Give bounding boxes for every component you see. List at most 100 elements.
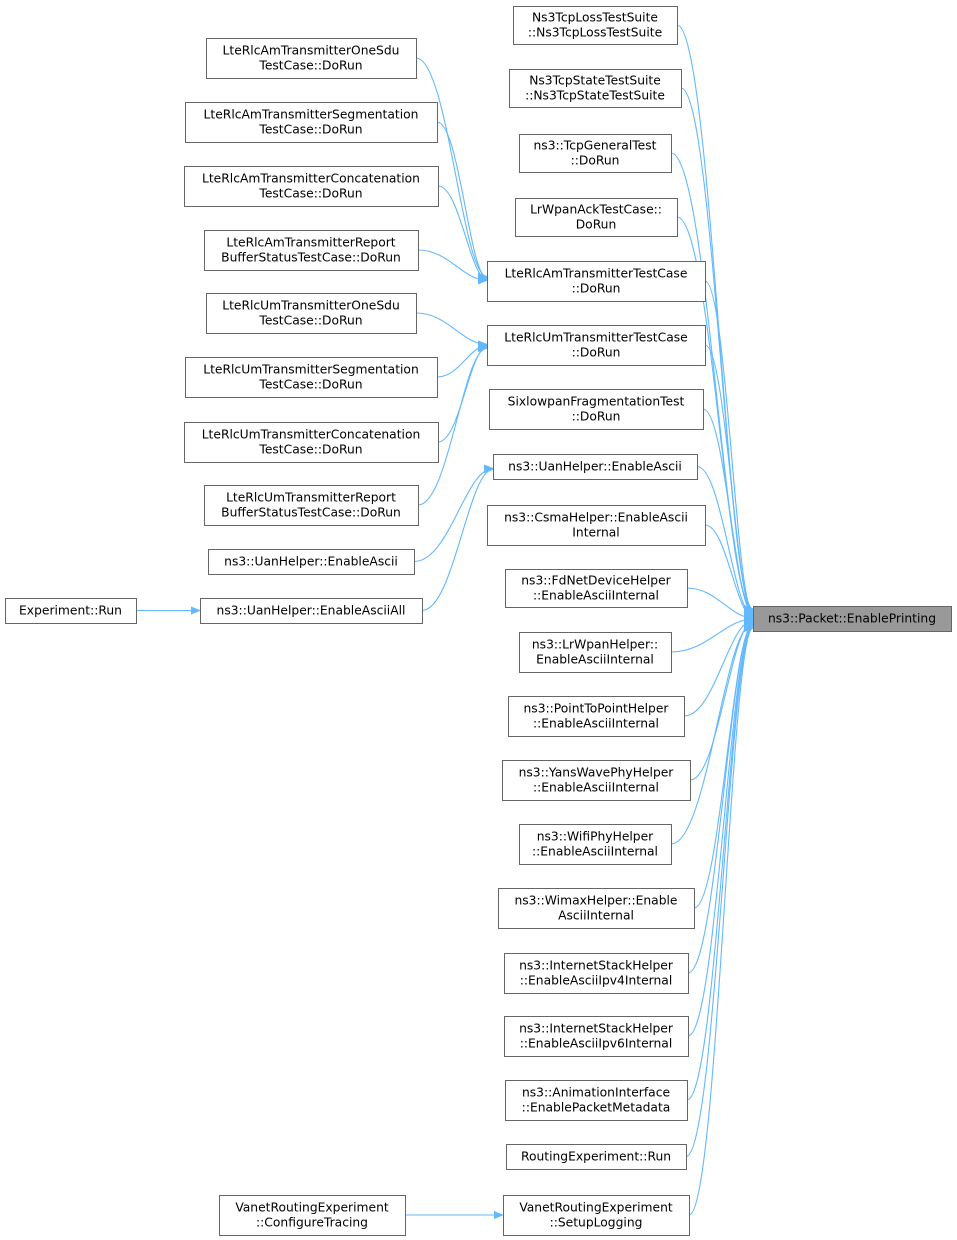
edge-path xyxy=(688,624,754,1216)
node-target[interactable]: ns3::Packet::EnablePrinting xyxy=(753,606,952,632)
node-uanhelper-enableasciiall[interactable]: ns3::UanHelper::EnableAsciiAll xyxy=(200,598,423,624)
node-label-line: LteRlcUmTransmitterTestCase xyxy=(504,331,687,345)
node-lrwpanacktestcase[interactable]: LrWpanAckTestCase::DoRun xyxy=(515,198,678,237)
edge-path xyxy=(685,624,754,1158)
edge-path xyxy=(436,121,488,282)
node-box xyxy=(519,632,672,673)
node-label-line: ns3::UanHelper::EnableAscii xyxy=(508,460,682,474)
node-label-line: LteRlcUmTransmitterConcatenation xyxy=(202,428,421,442)
node-pointtopointhelper[interactable]: ns3::PointToPointHelper::EnableAsciiInte… xyxy=(508,696,685,737)
node-box xyxy=(519,824,672,865)
node-label-line: ::EnableAsciiInternal xyxy=(532,845,658,859)
node-label-line: ::SetupLogging xyxy=(550,1216,643,1230)
edge-uanhelper-enableasciiall-to-uanhelper-enableascii-main xyxy=(421,465,494,612)
edge-lterlcamtransmittertestcase-to-target xyxy=(704,280,754,616)
node-label-line: ns3::TcpGeneralTest xyxy=(534,139,657,153)
node-fdnetdevicehelper[interactable]: ns3::FdNetDeviceHelper::EnableAsciiInter… xyxy=(505,569,688,608)
node-label-line: AsciiInternal xyxy=(558,909,634,923)
node-csmahelper[interactable]: ns3::CsmaHelper::EnableAsciiInternal xyxy=(487,505,706,546)
node-box xyxy=(498,888,695,929)
edge-path xyxy=(417,249,488,285)
node-am-concatenation[interactable]: LteRlcAmTransmitterConcatenationTestCase… xyxy=(184,166,439,207)
edge-path xyxy=(702,408,754,619)
node-box xyxy=(208,549,415,575)
node-label-line: ::Ns3TcpLossTestSuite xyxy=(528,26,662,40)
node-am-report[interactable]: LteRlcAmTransmitterReportBufferStatusTes… xyxy=(204,230,419,271)
node-label-line: ns3::FdNetDeviceHelper xyxy=(521,574,671,588)
node-um-report[interactable]: LteRlcUmTransmitterReportBufferStatusTes… xyxy=(204,485,419,526)
node-box xyxy=(753,606,952,632)
node-vanet-configuretracing[interactable]: VanetRoutingExperiment::ConfigureTracing xyxy=(219,1195,406,1236)
node-label-line: LteRlcUmTransmitterReport xyxy=(226,491,396,505)
node-uanhelper-enableascii-left[interactable]: ns3::UanHelper::EnableAscii xyxy=(208,549,415,575)
node-wimaxhelper[interactable]: ns3::WimaxHelper::EnableAsciiInternal xyxy=(498,888,695,929)
node-ns3tcplosstestsuite[interactable]: Ns3TcpLossTestSuite::Ns3TcpLossTestSuite xyxy=(513,6,678,45)
edge-path xyxy=(437,342,488,443)
edge-am-report-to-lterlcamtransmittertestcase xyxy=(417,249,488,285)
node-label-line: ns3::WimaxHelper::Enable xyxy=(514,894,677,908)
node-label-line: ::Ns3TcpStateTestSuite xyxy=(525,89,665,103)
edge-um-segmentation-to-lterlcumtransmittertestcase xyxy=(436,341,488,378)
node-animationinterface[interactable]: ns3::AnimationInterface::EnablePacketMet… xyxy=(505,1080,688,1121)
node-label-line: ::DoRun xyxy=(572,410,621,424)
node-label-line: Experiment::Run xyxy=(19,604,122,618)
edge-uanhelper-enableascii-left-to-uanhelper-enableascii-main xyxy=(413,464,494,563)
node-am-segmentation[interactable]: LteRlcAmTransmitterSegmentationTestCase:… xyxy=(185,102,438,143)
node-label-line: LteRlcAmTransmitterTestCase xyxy=(505,267,688,281)
node-label-line: ns3::LrWpanHelper:: xyxy=(532,638,658,652)
edge-path xyxy=(687,621,754,974)
edge-path xyxy=(437,185,488,284)
node-um-segmentation[interactable]: LteRlcUmTransmitterSegmentationTestCase:… xyxy=(185,357,438,398)
edge-path xyxy=(413,464,494,563)
node-wifiphyhelper[interactable]: ns3::WifiPhyHelper::EnableAsciiInternal xyxy=(519,824,672,865)
node-experiment-run[interactable]: Experiment::Run xyxy=(5,598,137,624)
edge-path xyxy=(415,312,488,349)
edge-vanet-setuplogging-to-target xyxy=(688,624,754,1216)
node-box xyxy=(204,230,419,271)
node-box xyxy=(513,6,678,45)
node-label-line: LrWpanAckTestCase:: xyxy=(530,203,662,217)
edge-path xyxy=(436,341,488,378)
node-label-line: ns3::AnimationInterface xyxy=(522,1086,670,1100)
edge-path xyxy=(670,619,754,845)
node-lterlcumtransmittertestcase[interactable]: LteRlcUmTransmitterTestCase::DoRun xyxy=(487,325,706,366)
edge-um-report-to-lterlcumtransmittertestcase xyxy=(417,344,488,506)
node-label-line: LteRlcAmTransmitterReport xyxy=(226,236,395,250)
node-um-concatenation[interactable]: LteRlcUmTransmitterConcatenationTestCase… xyxy=(184,422,439,463)
node-sixlowpanfragmentationtest[interactable]: SixlowpanFragmentationTest::DoRun xyxy=(489,389,704,430)
node-uanhelper-enableascii-main[interactable]: ns3::UanHelper::EnableAscii xyxy=(493,454,698,480)
node-label-line: ::EnableAsciiInternal xyxy=(533,781,659,795)
node-label-line: ns3::InternetStackHelper xyxy=(519,959,674,973)
node-box xyxy=(503,1195,690,1236)
node-box xyxy=(219,1195,406,1236)
node-yanswavephyhelper[interactable]: ns3::YansWavePhyHelper::EnableAsciiInter… xyxy=(502,760,691,801)
edge-csmahelper-to-target xyxy=(704,524,754,621)
node-box xyxy=(504,1016,689,1057)
node-box xyxy=(185,357,438,398)
edge-path xyxy=(704,344,754,617)
node-label-line: TestCase::DoRun xyxy=(258,314,362,328)
edge-lterlcumtransmittertestcase-to-target xyxy=(704,344,754,617)
node-box xyxy=(487,505,706,546)
node-vanet-setuplogging[interactable]: VanetRoutingExperiment::SetupLogging xyxy=(503,1195,690,1236)
node-label-line: TestCase::DoRun xyxy=(258,443,362,457)
node-label-line: ns3::Packet::EnablePrinting xyxy=(768,612,936,626)
node-internetstackhelper-ipv4[interactable]: ns3::InternetStackHelper::EnableAsciiIpv… xyxy=(504,953,689,994)
node-label-line: EnableAsciiInternal xyxy=(536,653,654,667)
node-box xyxy=(504,953,689,994)
node-lrwpanhelper[interactable]: ns3::LrWpanHelper::EnableAsciiInternal xyxy=(519,632,672,673)
node-box xyxy=(185,102,438,143)
node-internetstackhelper-ipv6[interactable]: ns3::InternetStackHelper::EnableAsciiIpv… xyxy=(504,1016,689,1057)
node-label-line: LteRlcUmTransmitterOneSdu xyxy=(222,299,400,313)
node-tcpgeneraltest[interactable]: ns3::TcpGeneralTest::DoRun xyxy=(519,134,672,173)
node-label-line: ns3::YansWavePhyHelper xyxy=(519,766,675,780)
node-lterlcamtransmittertestcase[interactable]: LteRlcAmTransmitterTestCase::DoRun xyxy=(487,261,706,302)
node-label-line: VanetRoutingExperiment xyxy=(519,1201,673,1215)
node-label-line: ::DoRun xyxy=(571,154,620,168)
node-ns3tcpstatetestsuite[interactable]: Ns3TcpStateTestSuite::Ns3TcpStateTestSui… xyxy=(509,69,682,108)
node-box xyxy=(515,198,678,237)
node-label-line: LteRlcAmTransmitterConcatenation xyxy=(202,172,420,186)
node-routingexperiment-run[interactable]: RoutingExperiment::Run xyxy=(506,1144,687,1170)
